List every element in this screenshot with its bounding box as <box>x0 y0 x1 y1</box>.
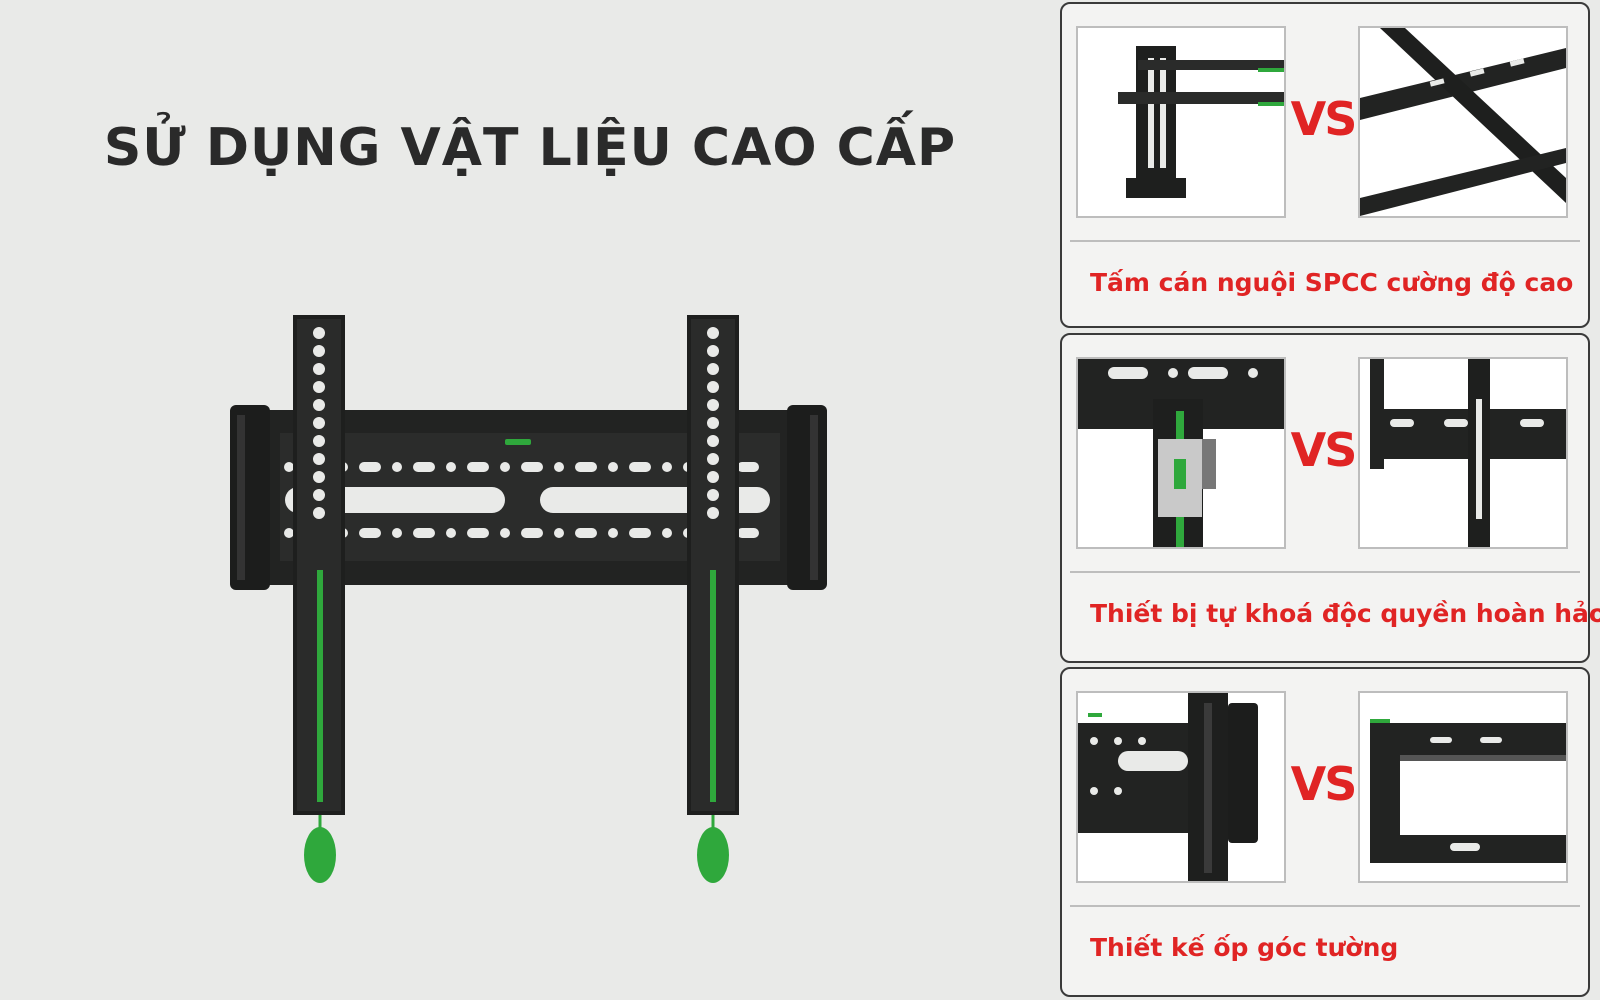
comparison-panel-lock: VS Thiết bị tự khoá độc quyền hoàn hảo <box>1060 333 1600 663</box>
vs-label: VS <box>1290 757 1358 811</box>
comparison-panel-material: VS Tấm cán nguội SPCC cường độ cao <box>1060 2 1590 328</box>
product-detail-image <box>1076 26 1286 218</box>
vs-label: VS <box>1290 423 1358 477</box>
panel-caption: Tấm cán nguội SPCC cường độ cao <box>1090 268 1574 297</box>
vs-label: VS <box>1290 92 1358 146</box>
comparison-panel-corner: VS Thiết kế ốp góc tường <box>1060 667 1590 997</box>
panel-divider <box>1070 905 1580 907</box>
panel-caption: Thiết kế ốp góc tường <box>1090 933 1399 962</box>
panel-divider <box>1070 571 1580 573</box>
competitor-detail-image <box>1358 26 1568 218</box>
panel-divider <box>1070 240 1580 242</box>
product-detail-image <box>1076 357 1286 549</box>
competitor-detail-image <box>1358 357 1568 549</box>
page-title: SỬ DỤNG VẬT LIỆU CAO CẤP <box>103 118 957 178</box>
tv-wall-mount-image <box>225 315 835 915</box>
competitor-detail-image <box>1358 691 1568 883</box>
panel-caption: Thiết bị tự khoá độc quyền hoàn hảo <box>1090 599 1600 628</box>
product-detail-image <box>1076 691 1286 883</box>
